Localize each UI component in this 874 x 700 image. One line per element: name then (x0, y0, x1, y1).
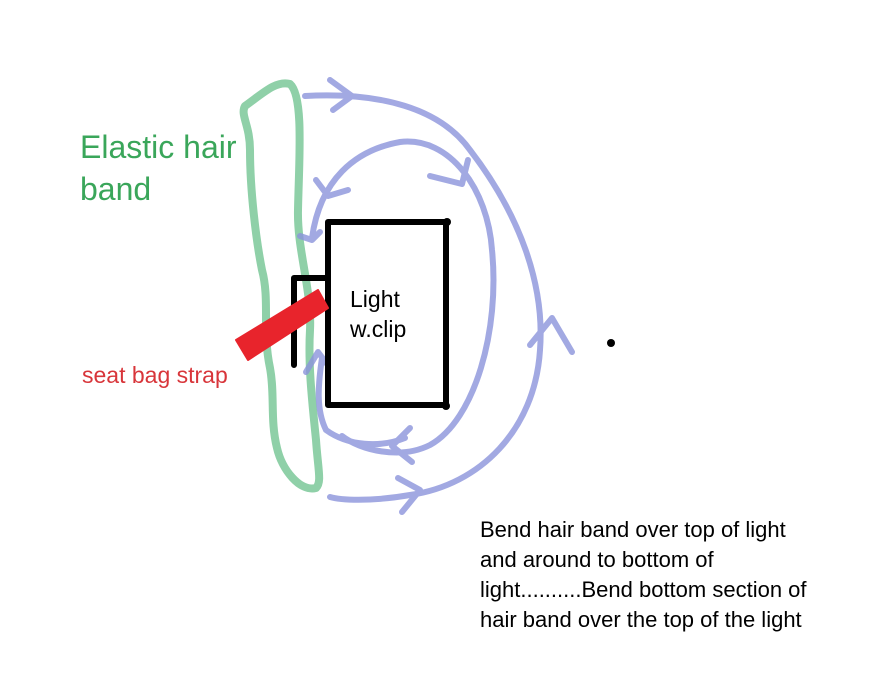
arrowhead-right-upper (427, 157, 471, 187)
wrap-direction-arrows (297, 77, 575, 515)
arrowhead-right-side (527, 315, 575, 355)
elastic-band-shape (239, 79, 324, 493)
light-clip (291, 275, 329, 368)
seat-bag-strap-label: seat bag strap (82, 362, 228, 388)
arrowhead-inner-top (313, 177, 351, 199)
lower-return-path (315, 355, 408, 448)
corner-dot (442, 402, 450, 410)
outer-wrap-path (302, 92, 544, 503)
light-label: Light w.clip (350, 286, 407, 342)
stray-dot (607, 339, 615, 347)
arrowhead-bottom (395, 475, 423, 515)
seat-bag-strap (235, 289, 329, 361)
arrowhead-left-upper (297, 229, 323, 243)
elastic-band-label: Elastic hair band (80, 129, 237, 207)
inner-wrap-path (309, 138, 497, 456)
arrowhead-lower-inner (389, 425, 415, 465)
instructions-text: Bend hair band over top of light and aro… (480, 517, 807, 632)
corner-dot (443, 218, 451, 226)
arrowhead-top-right (327, 77, 355, 113)
